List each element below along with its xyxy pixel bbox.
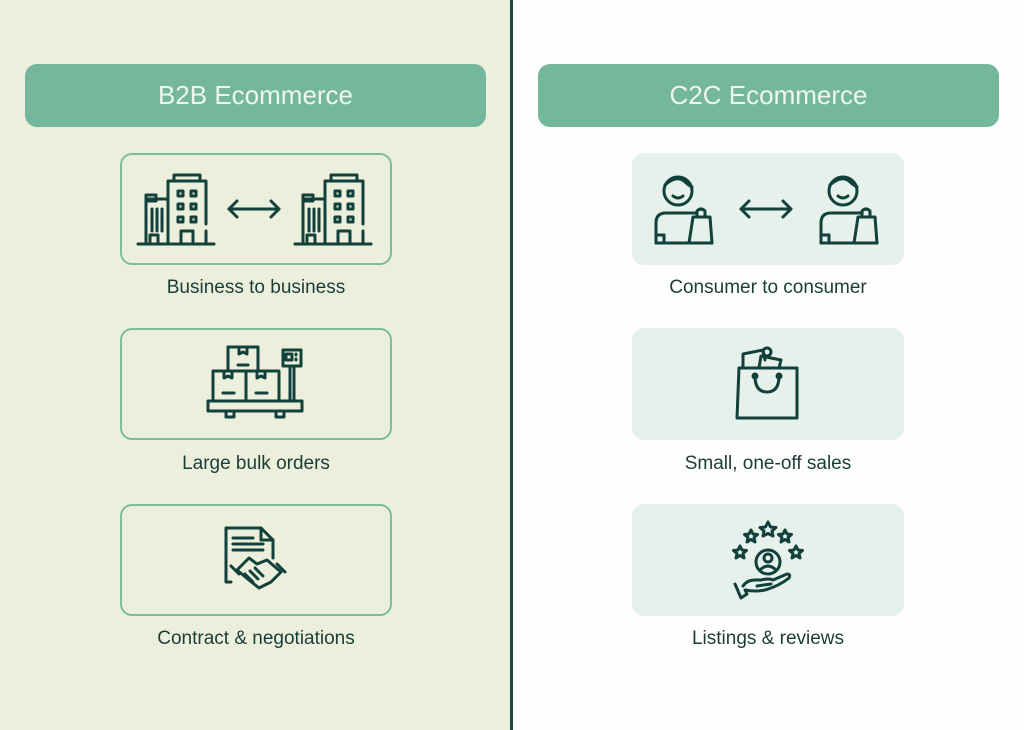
- b2b-header: B2B Ecommerce: [25, 64, 486, 127]
- listings-reviews-card: [632, 504, 904, 616]
- one-off-sales-label: Small, one-off sales: [684, 453, 852, 474]
- contract-label: Contract & negotiations: [157, 628, 355, 649]
- bulk-orders-card: [120, 328, 392, 440]
- c2c-header: C2C Ecommerce: [538, 64, 999, 127]
- consumer-exchange-icon: [654, 175, 879, 245]
- listings-reviews-label: Listings & reviews: [691, 628, 845, 649]
- consumer-to-consumer-label: Consumer to consumer: [669, 277, 867, 298]
- one-off-sales-card: [632, 328, 904, 440]
- consumer-to-consumer-card: [632, 153, 904, 265]
- business-to-business-card: [120, 153, 392, 265]
- shopping-bag-icon: [735, 346, 799, 420]
- business-to-business-label: Business to business: [166, 277, 346, 298]
- building-exchange-icon: [136, 173, 373, 246]
- contract-handshake-icon: [224, 526, 287, 590]
- center-divider: [510, 0, 513, 730]
- c2c-panel: C2C Ecommerce: [513, 0, 1024, 730]
- contract-card: [120, 504, 392, 616]
- bulk-orders-label: Large bulk orders: [182, 453, 330, 474]
- rating-hand-icon: [732, 520, 804, 600]
- pallet-scale-icon: [206, 345, 304, 419]
- b2b-panel: B2B Ecommerce: [0, 0, 511, 730]
